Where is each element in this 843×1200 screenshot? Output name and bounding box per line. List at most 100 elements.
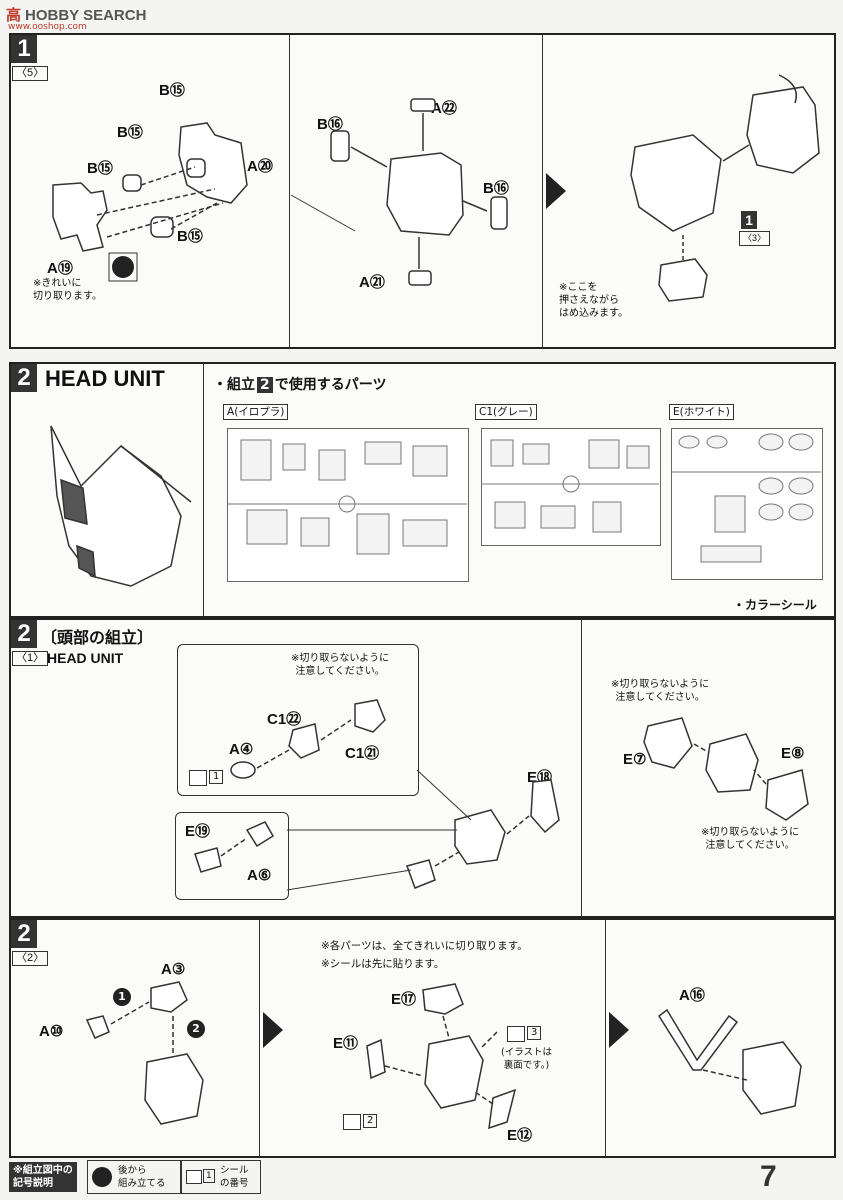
step2-1-left-diagram	[194, 699, 560, 891]
step2-2-left-diagram	[85, 981, 204, 1125]
runner-label-e: E(ホワイト)	[669, 404, 734, 420]
parts-heading-prefix: ・組立	[213, 377, 255, 393]
order-marker: 2	[187, 1020, 205, 1038]
runner-color: (ホワイト)	[679, 406, 730, 418]
step1-middle-diagram	[290, 98, 508, 286]
legend-heading: ※組立図中の 記号説明	[9, 1162, 77, 1192]
panel-divider	[581, 620, 582, 916]
part-label: B⑮	[177, 228, 203, 245]
panel-divider	[289, 35, 290, 347]
note-do-not-cut: ※切り取らないように 注意してください。	[701, 827, 800, 851]
step-number: 2	[11, 620, 37, 648]
seal-number: 1	[203, 1169, 215, 1183]
legend-item-label: シール の番号	[220, 1165, 249, 1189]
step-number: 1	[11, 35, 37, 63]
runner-color: (グレー)	[493, 406, 533, 418]
assembly-arrows	[96, 166, 224, 238]
parts-heading-suffix: で使用するパーツ	[274, 377, 387, 393]
part-label: B⑯	[483, 180, 509, 197]
panel-divider	[203, 364, 204, 616]
step2-2-right-diagram	[657, 1008, 802, 1115]
step-number: 2	[11, 920, 37, 948]
part-label: A㉒	[431, 100, 457, 117]
note-cut-cleanly: ※きれいに 切り取ります。	[33, 278, 102, 302]
note-illustration-reverse: (イラストは 裏面です。)	[501, 1047, 553, 1071]
seal-number: 1	[209, 770, 224, 784]
inset-box-upper	[177, 644, 419, 796]
seal-number: 3	[527, 1026, 542, 1040]
part-label: E⑰	[391, 991, 417, 1008]
substep-label: 〈5〉	[12, 66, 49, 81]
next-step-arrow	[546, 173, 566, 209]
part-label: B⑮	[117, 124, 143, 141]
note-press-here: ※ここを 押さえながら はめ込みます。	[559, 282, 628, 319]
step2-1-right-diagram	[643, 717, 809, 821]
part-label: A③	[161, 961, 186, 978]
step2-1-panel: 2 〔頭部の組立〕 〈1〉 HEAD UNIT ※切り取らないように 注意してく…	[9, 618, 836, 918]
inset-box-lower	[175, 812, 289, 900]
note-do-not-cut: ※切り取らないように 注意してください。	[291, 653, 390, 677]
panel-divider	[542, 35, 543, 347]
parts-heading-step: 2	[257, 377, 273, 393]
part-label: C1㉒	[267, 711, 302, 728]
step2-2-middle-diagram	[366, 983, 517, 1130]
step1-panel: 1 〈5〉 B⑮ B⑮ B⑮ A⑳ B⑮ A⑲ ※きれいに 切り取ります。 B⑯…	[9, 33, 836, 349]
part-label: E⑧	[781, 745, 805, 762]
step-subtitle: HEAD UNIT	[47, 650, 124, 666]
part-label: E⑪	[333, 1035, 359, 1052]
step-title: 〔頭部の組立〕	[41, 630, 154, 647]
part-label: A㉑	[359, 274, 385, 291]
step-number: 2	[11, 364, 37, 392]
part-label: E⑦	[623, 751, 647, 768]
runner-label-c1: C1(グレー)	[475, 404, 537, 420]
legend-item-assemble-later: 後から 組み立てる	[87, 1160, 181, 1194]
runner-e-parts	[671, 433, 821, 563]
seal-number: 2	[363, 1114, 378, 1128]
legend-item-seal-number: 1 シール の番号	[181, 1160, 261, 1194]
substep-label: 〈2〉	[12, 951, 49, 966]
assemble-later-icon	[112, 256, 134, 278]
part-label: A⑲	[47, 260, 73, 277]
logo-url: www.ooshop.com	[8, 22, 87, 32]
head-unit-illustration	[50, 425, 192, 587]
logo-mark: 高	[6, 7, 22, 24]
panel-divider	[605, 920, 606, 1156]
step1-right-diagram	[630, 74, 820, 302]
step-title: HEAD UNIT	[45, 366, 165, 391]
legend-item-label: 後から 組み立てる	[118, 1165, 166, 1189]
shoulder-frame-part	[52, 122, 248, 252]
seal-icon	[343, 1114, 361, 1130]
legend: ※組立図中の 記号説明 後から 組み立てる 1 シール の番号	[9, 1160, 261, 1194]
part-label: B⑮	[159, 82, 185, 99]
part-label: B⑯	[317, 116, 343, 133]
part-label: E⑫	[507, 1127, 533, 1144]
seal-icon	[189, 770, 207, 786]
reference-substep: 〈3〉	[739, 231, 771, 246]
part-label: A⑳	[247, 158, 273, 175]
runner-color: (イロプラ)	[234, 406, 285, 418]
color-seal-label: ・カラーシール	[733, 598, 817, 612]
next-step-arrow	[609, 1012, 629, 1048]
seal-icon	[507, 1026, 525, 1042]
substep-label: 〈1〉	[12, 651, 49, 666]
runner-name: E	[673, 406, 680, 418]
logo-brand: HOBBY SEARCH	[25, 7, 147, 24]
note-seal-first: ※シールは先に貼ります。	[321, 958, 445, 970]
step1-left-diagram	[52, 122, 248, 282]
part-label: A⑯	[679, 987, 705, 1004]
step2-2-panel: 2 〈2〉 A③ A⑩ 1 2 ※各パーツは、全てきれいに切り取ります。 ※シー…	[9, 918, 836, 1158]
part-label: A⑥	[247, 867, 272, 884]
order-marker: 1	[113, 988, 131, 1006]
runner-a-parts	[227, 439, 467, 555]
runner-name: A	[227, 406, 235, 418]
runner-name: C1	[479, 406, 494, 418]
panel-divider	[259, 920, 260, 1156]
reference-step-number: 1	[741, 211, 757, 229]
part-label: C1㉑	[345, 745, 380, 762]
note-do-not-cut: ※切り取らないように 注意してください。	[611, 679, 710, 703]
page-number: 7	[760, 1160, 777, 1193]
assemble-later-icon	[92, 1167, 112, 1187]
seal-icon	[186, 1170, 202, 1184]
